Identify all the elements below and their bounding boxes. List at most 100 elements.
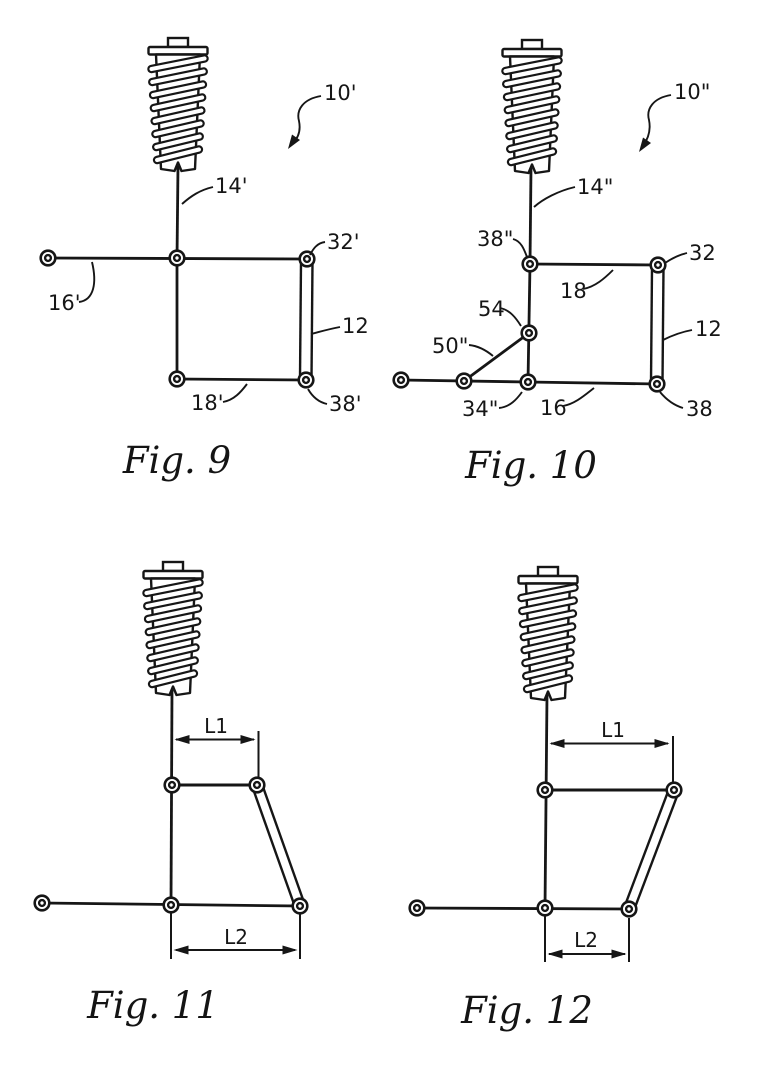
figure-9-caption: Fig. 9 — [122, 439, 231, 482]
leader-18 — [582, 269, 614, 290]
dim-arrowhead-left — [173, 945, 189, 955]
pivot-joint — [168, 249, 186, 267]
lower-arm-16 — [527, 380, 658, 386]
dimension-l1: L1 — [549, 718, 674, 782]
pivot-joint — [408, 899, 426, 917]
figure-9: 10' 14' 16' 32' 12 18' 38' Fig. 9 — [39, 38, 369, 482]
ref-label-16-prime: 16' — [48, 291, 81, 315]
dim-arrowhead-right — [282, 945, 298, 955]
pivot-joint — [291, 897, 309, 915]
dimension-l1: L1 — [174, 714, 260, 778]
upper-arm-18 — [529, 262, 659, 267]
leader-32 — [664, 252, 688, 264]
lower-arm-18-prime — [176, 377, 307, 382]
leader-14-dblprime — [533, 186, 576, 208]
shackle-edge — [661, 267, 665, 383]
pivot-joint — [536, 899, 554, 917]
dim-arrowhead-left — [549, 739, 565, 748]
pivot-joint — [163, 776, 181, 794]
ref-label-12: 12 — [342, 314, 369, 338]
arrowhead-10-dblprime — [639, 137, 651, 152]
dim-arrowhead-left — [174, 735, 190, 744]
rod-14-prime — [175, 165, 180, 260]
ref-label-16: 16 — [540, 396, 567, 420]
pivot-joint — [536, 781, 554, 799]
ref-label-54: 54 — [478, 297, 505, 321]
ref-label-34-dblprime: 34" — [462, 397, 498, 421]
coil-spring — [519, 567, 578, 700]
leader-16 — [562, 387, 595, 407]
pointer-arrow-10-dblprime — [642, 94, 672, 147]
leader-38-dblprime — [512, 238, 528, 258]
arrowhead-10-prime — [288, 134, 300, 149]
leader-18-prime — [222, 383, 248, 403]
shackle-edge — [298, 261, 303, 379]
rod-14-dblprime — [528, 167, 533, 265]
pivot-joint — [162, 896, 180, 914]
ref-label-38-prime: 38' — [329, 392, 362, 416]
pivot-joint-54 — [520, 324, 538, 342]
slanted-shackle-link — [623, 787, 680, 912]
figure-10-caption: Fig. 10 — [464, 444, 597, 487]
ref-label-18-prime: 18' — [191, 391, 224, 415]
figure-12-caption: Fig. 12 — [460, 989, 593, 1032]
ref-label-14-prime: 14' — [215, 174, 248, 198]
ref-label-32: 32 — [689, 241, 716, 265]
dim-arrowhead-right — [240, 735, 256, 744]
dim-arrowhead-left — [547, 949, 563, 959]
center-link — [526, 263, 532, 383]
ref-label-10-prime: 10' — [324, 81, 357, 105]
dimension-l2: L2 — [170, 913, 301, 959]
figure-11-caption: Fig. 11 — [86, 984, 219, 1027]
pivot-joint — [248, 776, 266, 794]
leader-lines — [468, 94, 693, 409]
dimension-l2: L2 — [544, 916, 630, 962]
leader-50-dblprime — [468, 344, 494, 357]
ref-label-50-dblprime: 50" — [432, 334, 468, 358]
shackle-edge — [649, 267, 654, 383]
ref-label-32-prime: 32' — [327, 230, 360, 254]
pointer-arrow-10-prime — [292, 95, 322, 144]
pivot-joint-32 — [649, 256, 667, 274]
figure-10: 10" 14" 38" 32 18 54 50" 34" 16 12 38 Fi… — [392, 40, 722, 487]
pivot-joint-38-dblprime — [521, 255, 539, 273]
leader-12 — [310, 326, 341, 335]
ref-label-12: 12 — [695, 317, 722, 341]
figure-11: L1 L2 Fig. 11 — [33, 562, 309, 1027]
brace-50-dblprime — [463, 331, 530, 383]
shackle-link-12 — [298, 261, 314, 379]
leader-32-prime — [309, 241, 326, 256]
leader-34-dblprime — [498, 391, 523, 409]
leader-54 — [499, 307, 522, 327]
pivot-joint — [620, 900, 638, 918]
leader-14-prime — [181, 186, 214, 205]
figure-12: L1 L2 Fig. 12 — [408, 567, 683, 1032]
dim-arrowhead-right — [654, 739, 670, 748]
pivot-joint-38-prime — [297, 371, 315, 389]
ref-label-14-dblprime: 14" — [577, 175, 613, 199]
dim-label-l2: L2 — [224, 925, 248, 949]
pivot-joint — [33, 894, 51, 912]
shackle-link-12 — [649, 267, 665, 383]
leader-16-prime — [78, 261, 96, 303]
coil-spring — [149, 38, 208, 171]
dim-label-l1: L1 — [601, 718, 625, 742]
ref-label-18: 18 — [560, 279, 587, 303]
shackle-edge — [632, 791, 680, 912]
leader-38-prime — [307, 388, 328, 405]
pivot-joint-32-prime — [298, 250, 316, 268]
ref-label-10-dblprime: 10" — [674, 80, 710, 104]
pivot-joint — [39, 249, 57, 267]
pivot-joint — [392, 371, 410, 389]
strut-rod — [169, 689, 174, 906]
shackle-edge — [260, 782, 306, 905]
shackle-edge — [623, 787, 671, 908]
ref-label-38-dblprime: 38" — [477, 227, 513, 251]
dim-label-l1: L1 — [204, 714, 228, 738]
strut-rod — [543, 694, 549, 909]
pivot-joint — [665, 781, 683, 799]
shackle-edge — [310, 261, 314, 379]
pivot-joint-38 — [648, 375, 666, 393]
